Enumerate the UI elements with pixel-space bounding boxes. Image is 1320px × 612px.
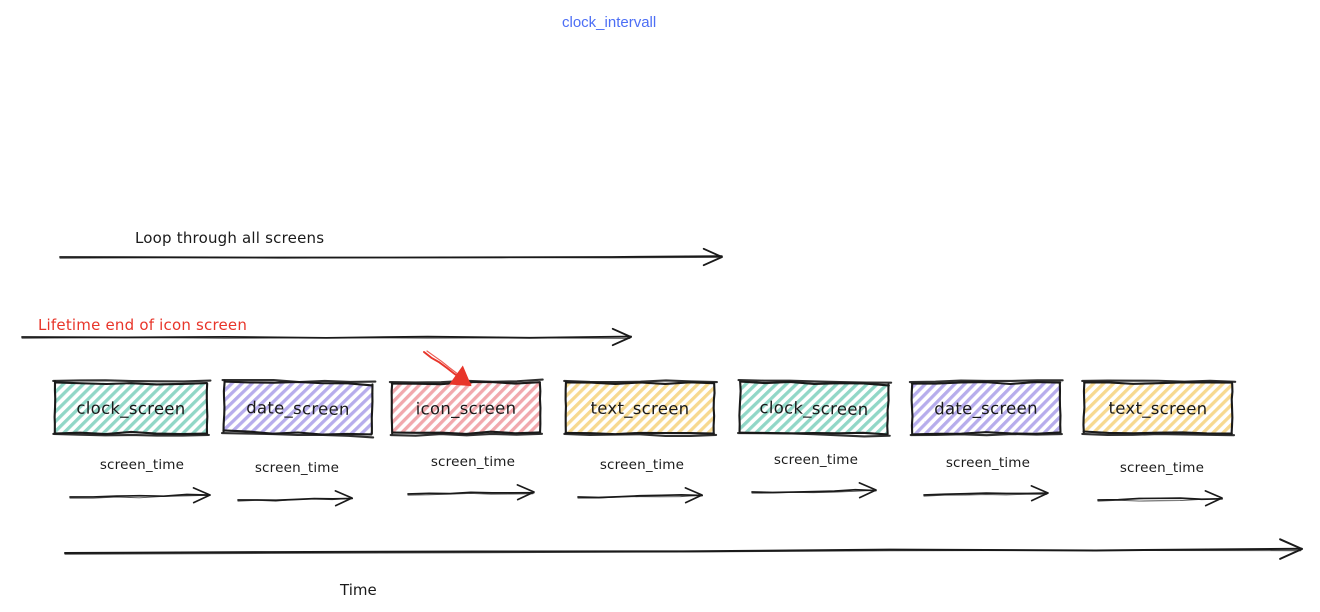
screen-box-outline xyxy=(563,379,718,437)
screen-time-group: screen_time xyxy=(69,457,211,504)
screen-time-arrow-head xyxy=(334,490,353,507)
screen-time-arrow xyxy=(69,487,211,504)
screen-time-label: screen_time xyxy=(774,452,858,468)
axis-arrow-lifetime-axis-head xyxy=(611,327,632,347)
screen-time-arrow xyxy=(751,482,877,499)
screen-box-label: text_screen xyxy=(1108,399,1207,420)
screen-box-outline xyxy=(220,378,377,439)
screen-box[interactable]: clock_screen xyxy=(52,379,212,437)
screen-time-arrow xyxy=(407,484,535,501)
screen-time-arrow xyxy=(923,485,1049,502)
screen-box[interactable]: date_screen xyxy=(220,378,377,439)
screen-box[interactable]: clock_screen xyxy=(736,378,893,438)
screen-box-label: clock_screen xyxy=(759,398,868,420)
screen-box-outline xyxy=(52,379,212,437)
screen-box-fill xyxy=(223,381,373,435)
screen-box-fill xyxy=(54,382,208,434)
screen-time-layer: screen_time screen_time screen_time screen_… xyxy=(69,452,1223,507)
screen-time-label: screen_time xyxy=(946,455,1030,471)
axis-arrow-time-axis xyxy=(64,538,1303,560)
axis-label-lifetime-axis: Lifetime end of icon screen xyxy=(38,316,247,334)
icon-screen-pointer xyxy=(423,350,472,387)
screen-box-fill xyxy=(391,382,541,434)
axis-arrow-lifetime-axis xyxy=(21,327,632,347)
screen-time-group: screen_time xyxy=(407,454,535,501)
icon-screen-pointer-head xyxy=(449,365,472,387)
screen-time-arrow-head xyxy=(1030,485,1049,502)
screen-box[interactable]: text_screen xyxy=(563,379,718,437)
screen-time-arrow-head xyxy=(858,482,877,499)
screen-box-fill xyxy=(565,382,715,434)
axis-arrow-loop-axis-head xyxy=(702,247,723,267)
screen-box[interactable]: text_screen xyxy=(1081,379,1237,437)
axis-time-axis: Time xyxy=(64,538,1303,599)
screen-box-label: text_screen xyxy=(590,399,689,420)
axis-arrow-time-axis-head xyxy=(1279,538,1303,560)
screen-time-arrow-head xyxy=(516,484,535,501)
screen-time-label: screen_time xyxy=(1120,460,1204,476)
screen-box-fill xyxy=(739,381,889,435)
axis-arrow-loop-axis xyxy=(59,247,723,267)
axis-loop-axis: Loop through all screens xyxy=(59,229,723,267)
screen-box[interactable]: icon_screen xyxy=(388,378,544,437)
screen-time-label: screen_time xyxy=(600,457,684,473)
screen-time-group: screen_time xyxy=(751,452,877,499)
screen-box-outline xyxy=(1081,379,1237,437)
annotation-layer xyxy=(423,350,472,387)
screen-time-label: screen_time xyxy=(100,457,184,473)
screen-box-label: date_screen xyxy=(934,399,1038,420)
screen-time-label: screen_time xyxy=(255,460,339,476)
axis-label-loop-axis: Loop through all screens xyxy=(135,229,324,247)
screen-time-arrow xyxy=(237,490,354,507)
screen-box-label: icon_screen xyxy=(416,399,517,420)
axis-label-time-axis: Time xyxy=(339,581,377,599)
diagram-title: clock_intervall xyxy=(562,14,656,31)
screen-time-arrow-head xyxy=(684,487,703,504)
screen-box-outline xyxy=(736,378,893,438)
screen-time-group: screen_time xyxy=(923,455,1049,502)
screen-time-arrow-head xyxy=(192,487,211,504)
axis-lifetime-axis: Lifetime end of icon screen xyxy=(21,316,632,347)
screen-time-arrow-head xyxy=(1204,490,1223,507)
screen-box-fill xyxy=(1083,382,1233,434)
screen-time-group: screen_time xyxy=(1097,460,1223,507)
screen-time-arrow xyxy=(1097,490,1223,507)
screen-box-label: clock_screen xyxy=(76,399,185,420)
screen-time-group: screen_time xyxy=(577,457,704,504)
screen-box-label: date_screen xyxy=(246,398,350,420)
screen-boxes-layer: clock_screen date_screen icon_screen text_s… xyxy=(52,378,1237,439)
screen-box-fill xyxy=(911,382,1061,434)
screen-time-arrow xyxy=(577,487,704,504)
screen-box[interactable]: date_screen xyxy=(908,379,1064,437)
screen-box-outline xyxy=(908,379,1064,437)
screen-time-group: screen_time xyxy=(237,460,354,507)
screen-time-label: screen_time xyxy=(431,454,515,470)
